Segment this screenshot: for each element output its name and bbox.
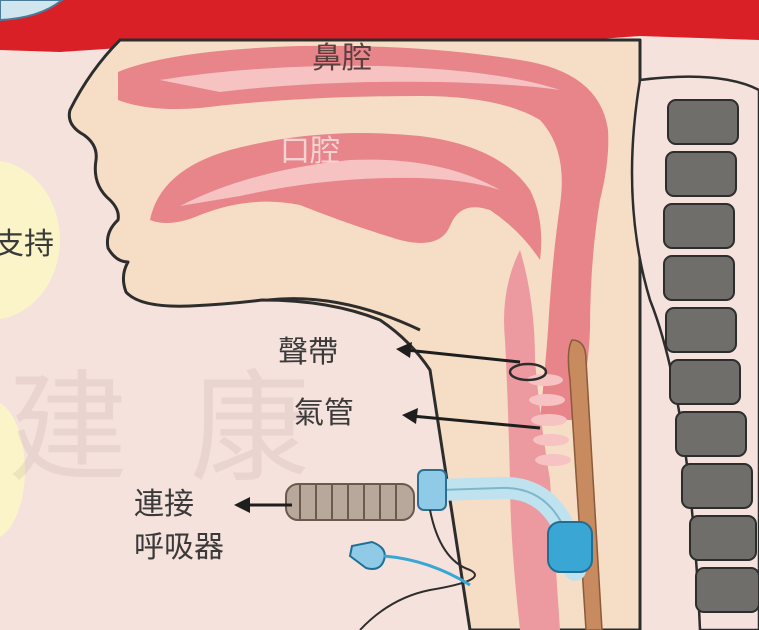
label-trachea: 氣管: [294, 399, 354, 429]
label-nasal-cavity: 鼻腔: [312, 44, 372, 74]
label-oral-cavity: 口腔: [280, 137, 340, 167]
watermark-char-1: 建: [8, 370, 128, 490]
tube-flange: [418, 470, 446, 510]
arrow-connect: [234, 497, 292, 513]
label-connect: 連接: [134, 490, 194, 520]
watermark-char-2: 康: [190, 370, 310, 490]
tube-cuff: [548, 522, 592, 572]
pilot-balloon: [350, 542, 385, 569]
label-vocal-cords: 聲帶: [278, 338, 338, 368]
label-support-fragment: 支持: [0, 230, 54, 260]
pilot-tube-blue: [384, 556, 470, 585]
label-ventilator: 呼吸器: [134, 533, 224, 563]
